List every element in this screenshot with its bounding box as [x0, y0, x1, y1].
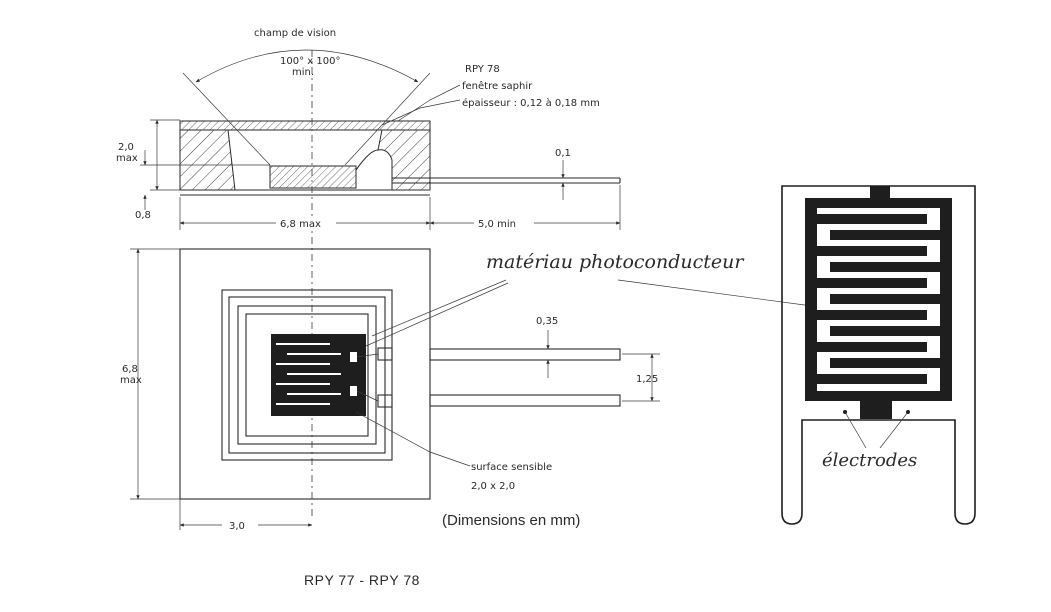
electrode-finger — [830, 230, 952, 240]
window-material-label: fenêtre saphir — [462, 80, 533, 92]
base-thickness-label: 0,8 — [135, 210, 151, 221]
height-side-value: 6,8 — [122, 364, 138, 375]
electrode-detail — [781, 185, 976, 525]
die-pad-column — [346, 334, 366, 416]
electrode-substrate — [781, 185, 976, 525]
materiau-leader-3 — [617, 279, 813, 307]
field-of-view-min: min. — [292, 67, 314, 78]
electrode-leader-2 — [879, 411, 909, 449]
offset-label: 3,0 — [229, 521, 245, 532]
electrode-finger — [805, 278, 927, 288]
surface-label: surface sensible — [471, 462, 552, 473]
field-of-view-label: champ de vision — [254, 28, 336, 39]
sensor-die — [269, 165, 357, 189]
field-of-view-angle: 100° x 100° — [280, 56, 340, 67]
materiau-leader-2 — [365, 282, 509, 347]
fov-arc — [195, 49, 419, 83]
electrode-finger — [805, 342, 927, 352]
electrode-leader-dot — [843, 410, 847, 414]
surface-dim-label: 2,0 x 2,0 — [471, 481, 515, 492]
electrode-finger — [805, 374, 927, 384]
height-side-max: max — [120, 375, 142, 386]
lead-thickness-label: 0,1 — [555, 148, 571, 159]
dimensions-note: (Dimensions en mm) — [442, 512, 580, 529]
window-leader-2 — [381, 99, 461, 126]
lead-length-label: 5,0 min — [478, 219, 516, 230]
bond-pad-top — [350, 352, 357, 362]
electrode-finger — [830, 294, 952, 304]
height-value-label: 2,0 — [118, 142, 134, 153]
interdigit-fingers — [805, 208, 952, 391]
wire-top — [356, 353, 379, 358]
materiau-leader-1 — [371, 279, 507, 337]
bond-wire — [355, 149, 379, 171]
bond-pad-bottom — [350, 386, 357, 396]
fov-ray-right — [344, 72, 431, 166]
surface-leader — [355, 411, 471, 467]
side-section-view — [140, 49, 621, 520]
figure-caption: RPY 77 - RPY 78 — [304, 572, 420, 588]
housing-wall-left — [179, 129, 236, 191]
electrode-top-tab — [870, 186, 890, 198]
sapphire-window — [179, 120, 431, 131]
lead-lower — [429, 394, 621, 407]
electrode-bottom-tab — [860, 401, 892, 419]
electrode-top-bar — [805, 198, 952, 208]
top-view — [130, 248, 813, 530]
height-max-label: max — [116, 153, 138, 164]
electrode-finger — [805, 246, 927, 256]
electrode-bottom-bar — [805, 391, 952, 401]
wire-bottom — [356, 390, 379, 402]
frame-outer — [221, 289, 393, 461]
electrodes-label: électrodes — [822, 450, 917, 471]
frame-outer-inner — [228, 296, 386, 454]
lead-upper — [429, 348, 621, 361]
materiau-label: matériau photoconducteur — [486, 251, 745, 273]
electrode-finger — [830, 326, 952, 336]
fov-ray-left — [182, 72, 271, 166]
electrode-finger — [830, 358, 952, 368]
part-name-label: RPY 78 — [465, 64, 500, 75]
electrode-leader-1 — [844, 411, 867, 449]
window-leader — [397, 84, 461, 122]
lead-pitch-label: 1,25 — [636, 374, 658, 385]
electrode-finger — [805, 310, 927, 320]
frame-middle — [237, 305, 377, 445]
electrode-finger — [805, 214, 927, 224]
window-thickness-label: épaisseur : 0,12 à 0,18 mm — [462, 97, 600, 109]
frame-inner — [245, 313, 369, 437]
width-top-label: 6,8 max — [280, 219, 321, 230]
package-outline — [179, 248, 431, 500]
electrode-finger — [830, 262, 952, 272]
lead-width-label: 0,35 — [536, 316, 558, 327]
electrode-leader-dot — [906, 410, 910, 414]
housing-wall-right — [377, 129, 431, 191]
meander-pattern — [276, 343, 341, 405]
